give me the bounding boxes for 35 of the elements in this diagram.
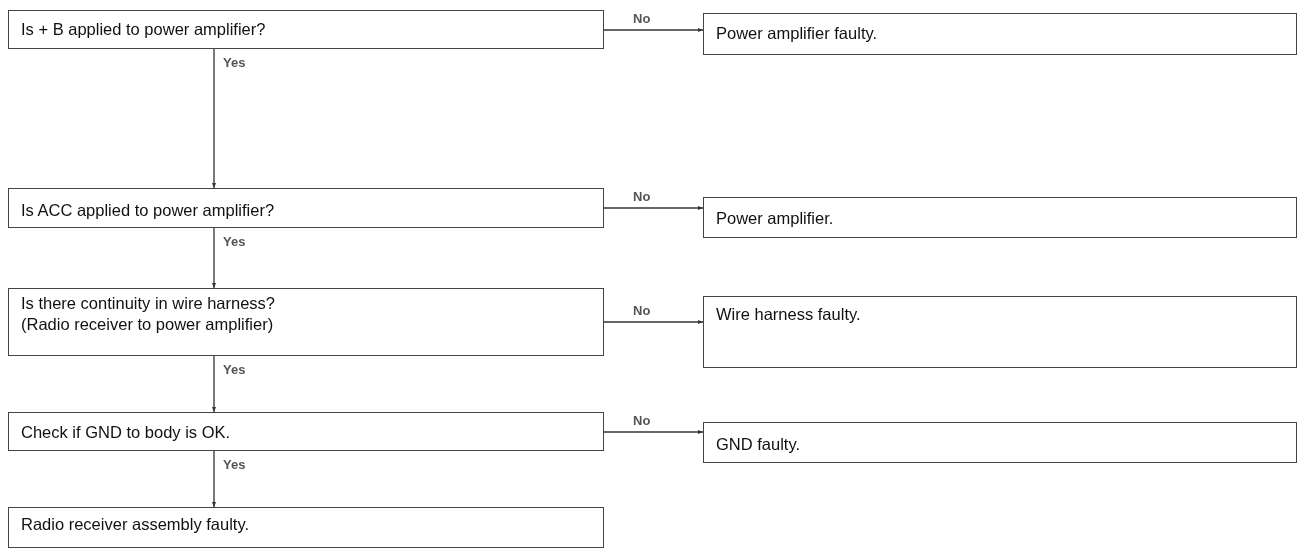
arrow [603, 320, 704, 324]
edge-label: Yes [222, 362, 247, 377]
result-box [703, 197, 1297, 238]
arrow [212, 450, 216, 508]
edge-label: No [632, 11, 652, 26]
box-text: Check if GND to body is OK. [21, 422, 232, 443]
box-text: Power amplifier. [716, 208, 835, 229]
edge-label: Yes [222, 234, 247, 249]
arrow [603, 430, 704, 434]
result-box [703, 422, 1297, 463]
edge-label: Yes [222, 457, 247, 472]
arrow [212, 355, 216, 413]
box-text: Radio receiver assembly faulty. [21, 514, 251, 535]
question-box [8, 288, 604, 356]
result-box [703, 13, 1297, 55]
arrow [603, 206, 704, 210]
edge-label: No [632, 413, 652, 428]
result-box [8, 507, 604, 548]
box-text: Wire harness faulty. [716, 304, 862, 325]
box-text: Is ACC applied to power amplifier? [21, 200, 276, 221]
arrow [212, 227, 216, 289]
box-text: Is there continuity in wire harness? [21, 293, 277, 314]
edge-label: Yes [222, 55, 247, 70]
box-text: GND faulty. [716, 434, 802, 455]
arrow [603, 28, 704, 32]
edge-label: No [632, 189, 652, 204]
arrow [212, 48, 216, 189]
result-box [703, 296, 1297, 368]
question-box [8, 412, 604, 451]
edge-label: No [632, 303, 652, 318]
box-text: Is + B applied to power amplifier? [21, 19, 267, 40]
question-box [8, 188, 604, 228]
box-text: (Radio receiver to power amplifier) [21, 314, 275, 335]
box-text: Power amplifier faulty. [716, 23, 879, 44]
question-box [8, 10, 604, 49]
